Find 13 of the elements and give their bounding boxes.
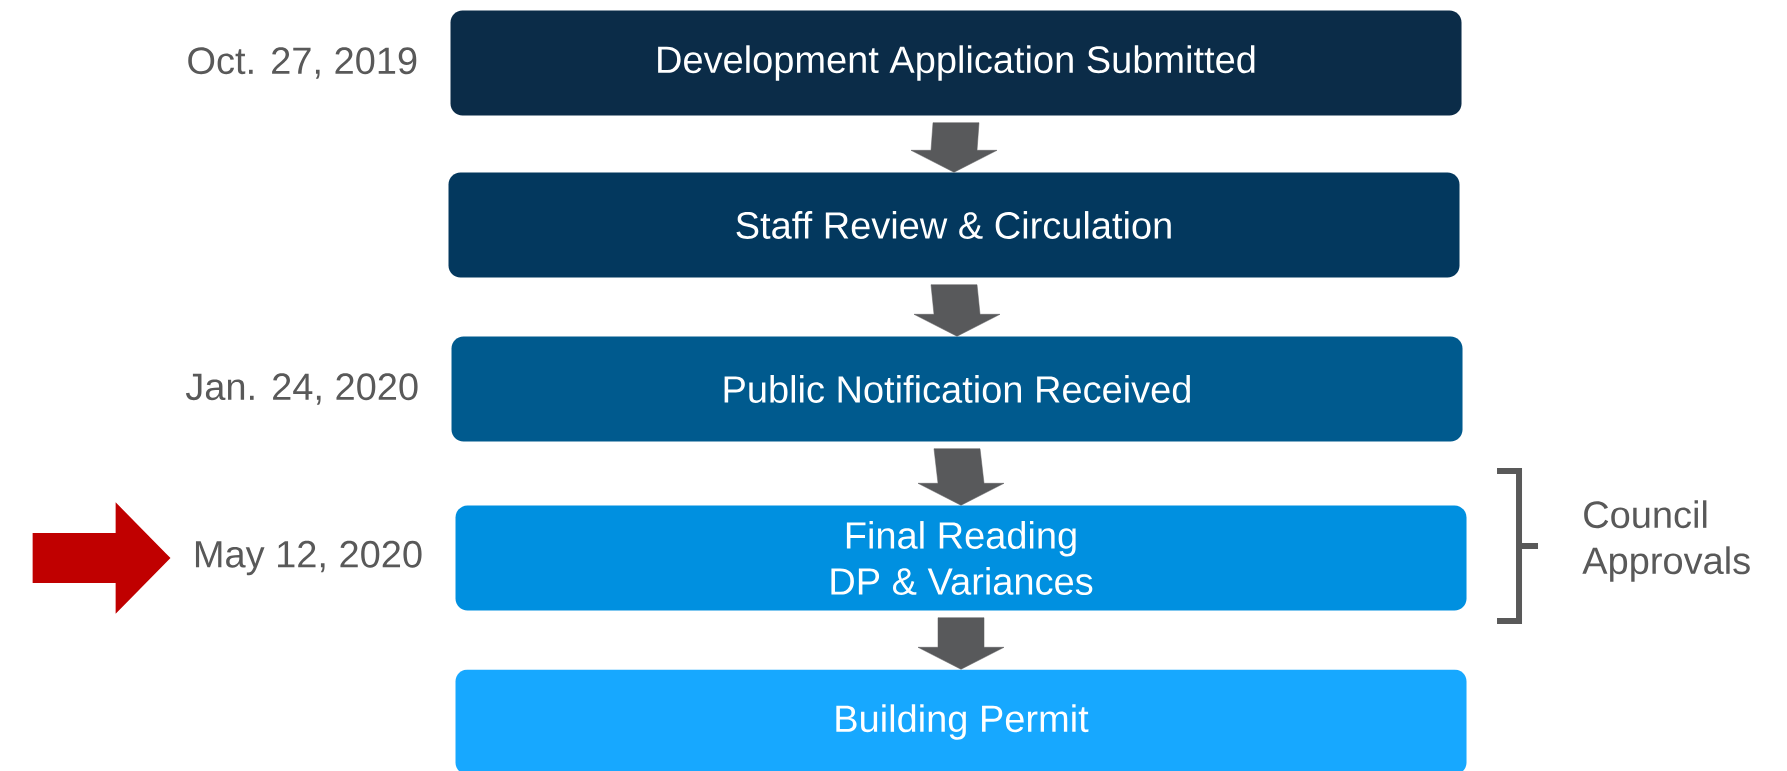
process-box: Public Notification Received	[451, 336, 1463, 442]
process-box: Staff Review & Circulation	[448, 172, 1460, 278]
process-box: Building Permit	[455, 669, 1467, 771]
arrow	[910, 122, 998, 173]
date-label: May 12, 2020	[195, 540, 422, 576]
process-box: Development Application Submitted	[450, 10, 1462, 116]
date-label: Oct. 27, 2019	[188, 47, 417, 79]
arrow	[913, 284, 1001, 337]
bracket-label: Council Approvals	[1582, 500, 1750, 582]
arrow	[917, 617, 1005, 670]
date-label: Jan. 24, 2020	[185, 373, 418, 405]
process-box: Final Reading DP & Variances	[455, 505, 1467, 611]
arrow	[917, 448, 1005, 506]
